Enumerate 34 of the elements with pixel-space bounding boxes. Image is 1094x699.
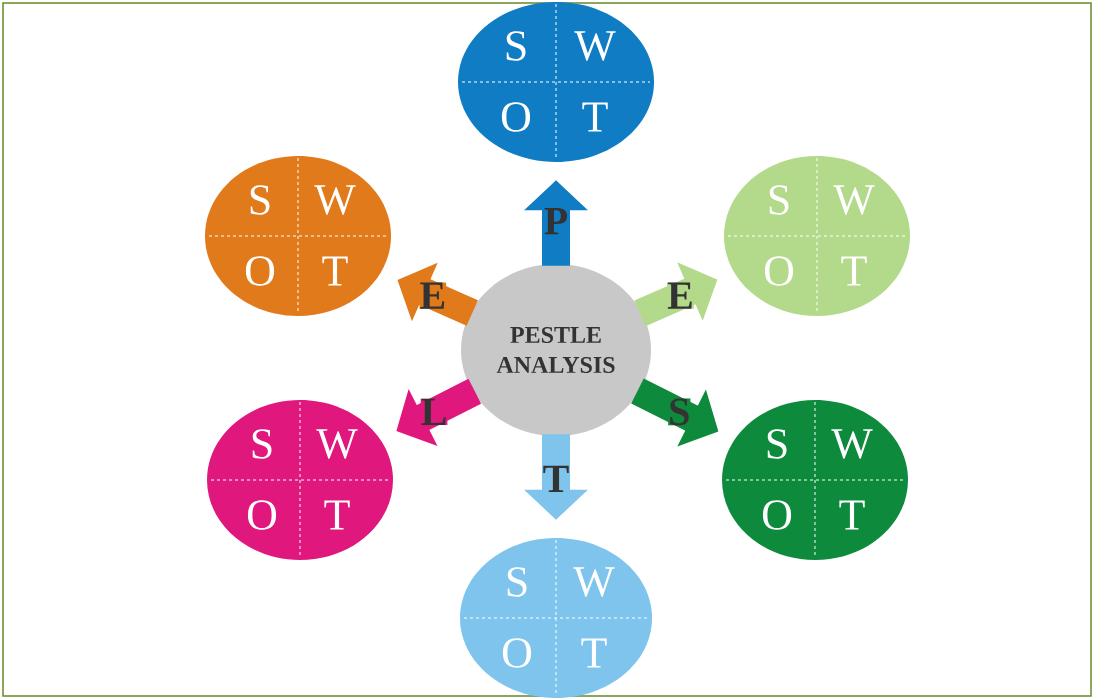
edge-label: P (543, 208, 569, 235)
quadrant-letter: S (767, 429, 787, 459)
quadrant-letter: S (769, 185, 789, 215)
quadrant-letter: T (839, 500, 865, 530)
edge-label: S (668, 398, 691, 426)
quadrant-letter: O (502, 638, 532, 668)
quadrant-letter: T (324, 500, 350, 530)
quadrant-letter: T (841, 256, 867, 286)
swot-ellipse (460, 538, 652, 698)
quadrant-letter: O (501, 102, 531, 132)
quadrant-letter: O (245, 256, 275, 286)
quadrant-letter: T (582, 102, 608, 132)
swot-ellipse (458, 2, 654, 162)
quadrant-letter: W (316, 429, 358, 459)
edge-label: E (667, 282, 694, 309)
quadrant-letter: O (764, 256, 794, 286)
quadrant-letter: W (831, 429, 873, 459)
swot-ellipse (724, 156, 910, 316)
quadrant-letter: S (507, 567, 527, 597)
quadrant-letter: W (314, 185, 356, 215)
swot-ellipse (722, 400, 908, 560)
quadrant-letter: O (247, 500, 277, 530)
quadrant-letter: S (252, 429, 272, 459)
edge-label: E (419, 282, 447, 309)
quadrant-letter: W (574, 31, 616, 61)
quadrant-letter: W (573, 567, 615, 597)
quadrant-letter: T (581, 638, 607, 668)
swot-ellipse (205, 156, 391, 316)
swot-ellipse (207, 400, 393, 560)
quadrant-letter: T (322, 256, 348, 286)
quadrant-letter: S (250, 185, 270, 215)
quadrant-letter: S (506, 31, 526, 61)
quadrant-letter: O (762, 500, 792, 530)
quadrant-letter: W (833, 185, 875, 215)
